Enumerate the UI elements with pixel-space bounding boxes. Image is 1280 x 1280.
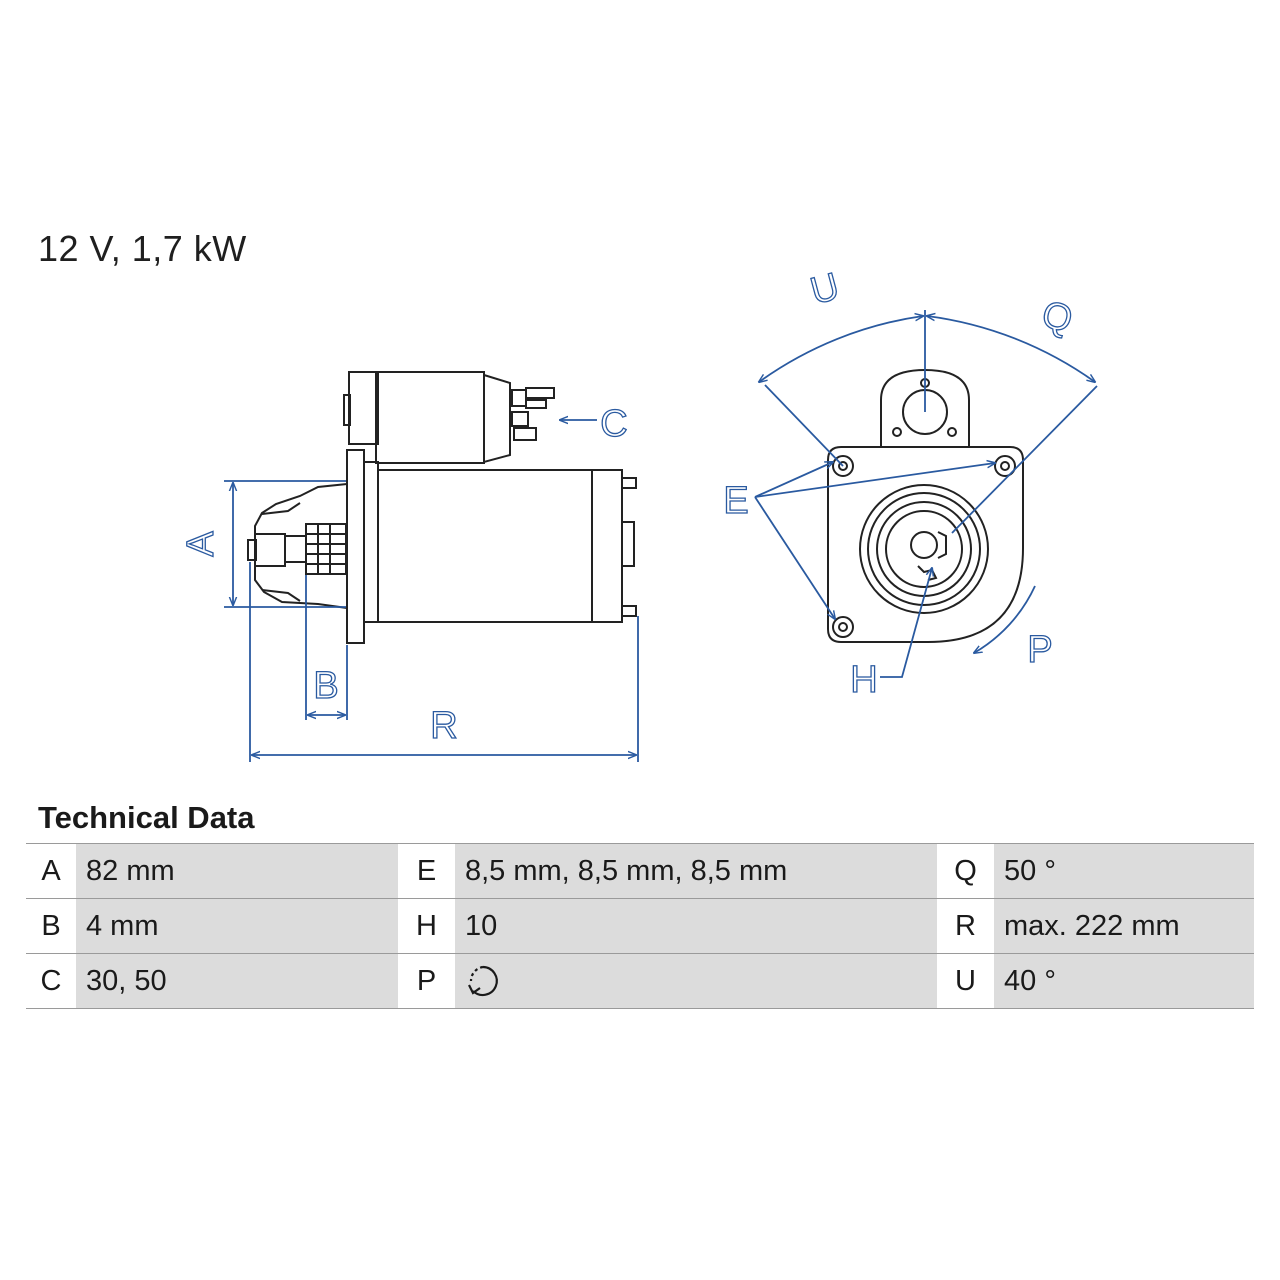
spec-value: 30, 50: [76, 953, 398, 1009]
label-q: Q: [1037, 293, 1076, 341]
spec-key: Q: [937, 843, 994, 899]
spec-value: max. 222 mm: [994, 898, 1254, 954]
label-c: C: [600, 403, 627, 445]
spec-key: C: [26, 953, 76, 1009]
spec-value: 4 mm: [76, 898, 398, 954]
spec-table: A 82 mm E 8,5 mm, 8,5 mm, 8,5 mm Q 50 ° …: [26, 843, 1254, 1009]
spec-key: R: [937, 898, 994, 954]
label-r: R: [430, 705, 457, 747]
spec-value: 8,5 mm, 8,5 mm, 8,5 mm: [455, 843, 937, 899]
label-a: A: [180, 531, 222, 557]
spec-key: E: [398, 843, 455, 899]
dimension-labels: A B R C U Q E H P: [179, 265, 1077, 748]
front-view: [827, 368, 1024, 643]
headline: 12 V, 1,7 kW: [38, 228, 247, 269]
label-e: E: [723, 480, 748, 522]
spec-value-rotation: [455, 953, 937, 1009]
counterclockwise-rotation-icon: [468, 965, 498, 997]
table-row: C 30, 50 P U 40 °: [26, 953, 1254, 1009]
spec-key: B: [26, 898, 76, 954]
spec-value: 40 °: [994, 953, 1254, 1009]
label-h: H: [850, 659, 877, 701]
spec-key: A: [26, 843, 76, 899]
dimension-lines: [224, 310, 1098, 762]
spec-value: 50 °: [994, 843, 1254, 899]
label-b: B: [313, 665, 338, 707]
table-row: A 82 mm E 8,5 mm, 8,5 mm, 8,5 mm Q 50 °: [26, 843, 1254, 899]
table-row: B 4 mm H 10 R max. 222 mm: [26, 898, 1254, 954]
label-u: U: [806, 266, 843, 314]
spec-key: U: [937, 953, 994, 1009]
label-p: P: [1027, 629, 1052, 671]
spec-value: 10: [455, 898, 937, 954]
spec-key: H: [398, 898, 455, 954]
side-view: [247, 371, 637, 644]
spec-value: 82 mm: [76, 843, 398, 899]
technical-drawing: A B R C U Q E H P: [179, 265, 1098, 762]
spec-key: P: [398, 953, 455, 1009]
section-title: Technical Data: [38, 800, 255, 835]
